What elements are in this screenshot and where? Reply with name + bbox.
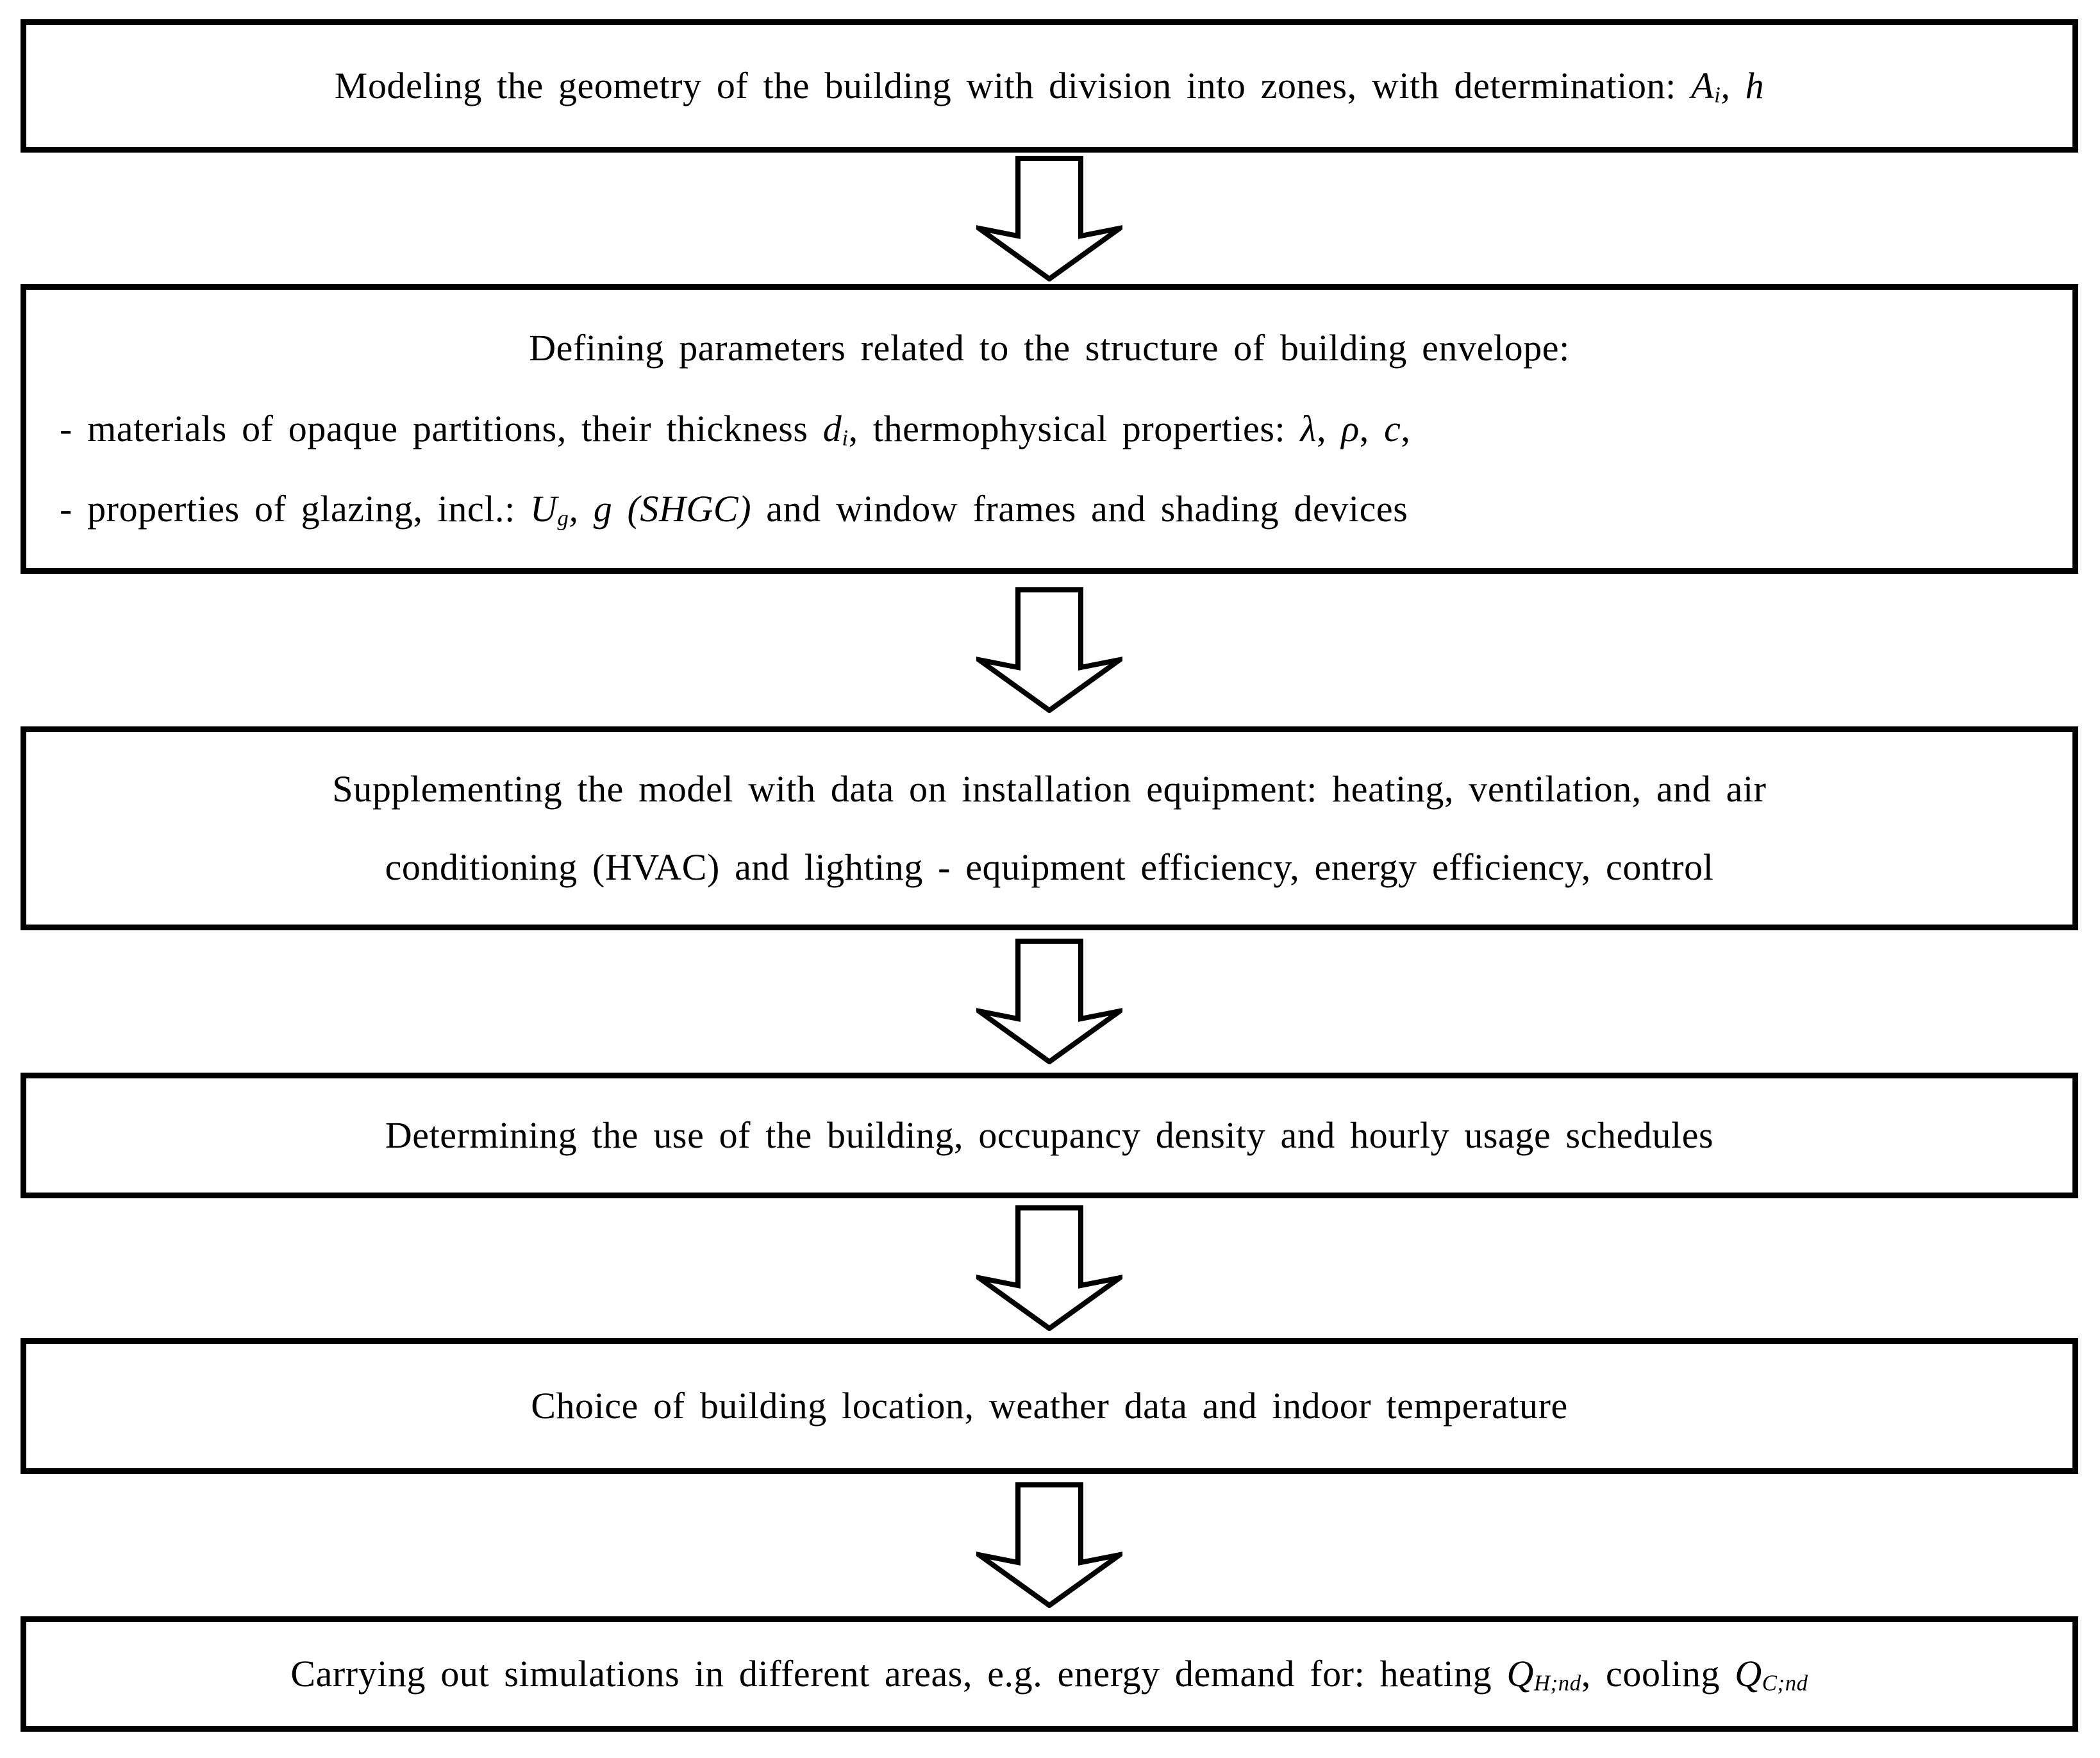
flow-step-5-location-box: Choice of building location, weather dat… [21,1338,2078,1474]
flow-step-text: - properties of glazing, incl.: Ug, g (S… [60,487,1408,531]
flow-step-2-envelope-box: Defining parameters related to the struc… [21,284,2078,574]
down-arrow-icon [976,1205,1122,1331]
flow-step-1-geometry-box: Modeling the geometry of the building wi… [21,19,2078,153]
down-arrow-icon [976,939,1122,1064]
flow-step-text: Modeling the geometry of the building wi… [334,64,1765,107]
flow-step-text: Supplementing the model with data on ins… [332,767,1767,810]
flow-step-text: Defining parameters related to the struc… [529,327,1570,369]
flow-step-4-building-use-box: Determining the use of the building, occ… [21,1073,2078,1198]
connector-3 [21,930,2078,1073]
connector-1 [21,153,2078,284]
down-arrow-icon [976,1482,1122,1608]
down-arrow-icon [976,155,1122,281]
down-arrow-icon [976,587,1122,713]
connector-4 [21,1198,2078,1338]
flow-step-text: conditioning (HVAC) and lighting - equip… [385,846,1714,888]
flow-step-text: Carrying out simulations in different ar… [290,1652,1808,1695]
connector-2 [21,574,2078,726]
flow-step-6-simulations-box: Carrying out simulations in different ar… [21,1616,2078,1732]
flow-step-text: Choice of building location, weather dat… [531,1384,1568,1427]
connector-5 [21,1474,2078,1616]
flow-step-text: - materials of opaque partitions, their … [60,407,1411,450]
flow-step-3-hvac-box: Supplementing the model with data on ins… [21,726,2078,930]
flow-step-text: Determining the use of the building, occ… [385,1114,1714,1156]
